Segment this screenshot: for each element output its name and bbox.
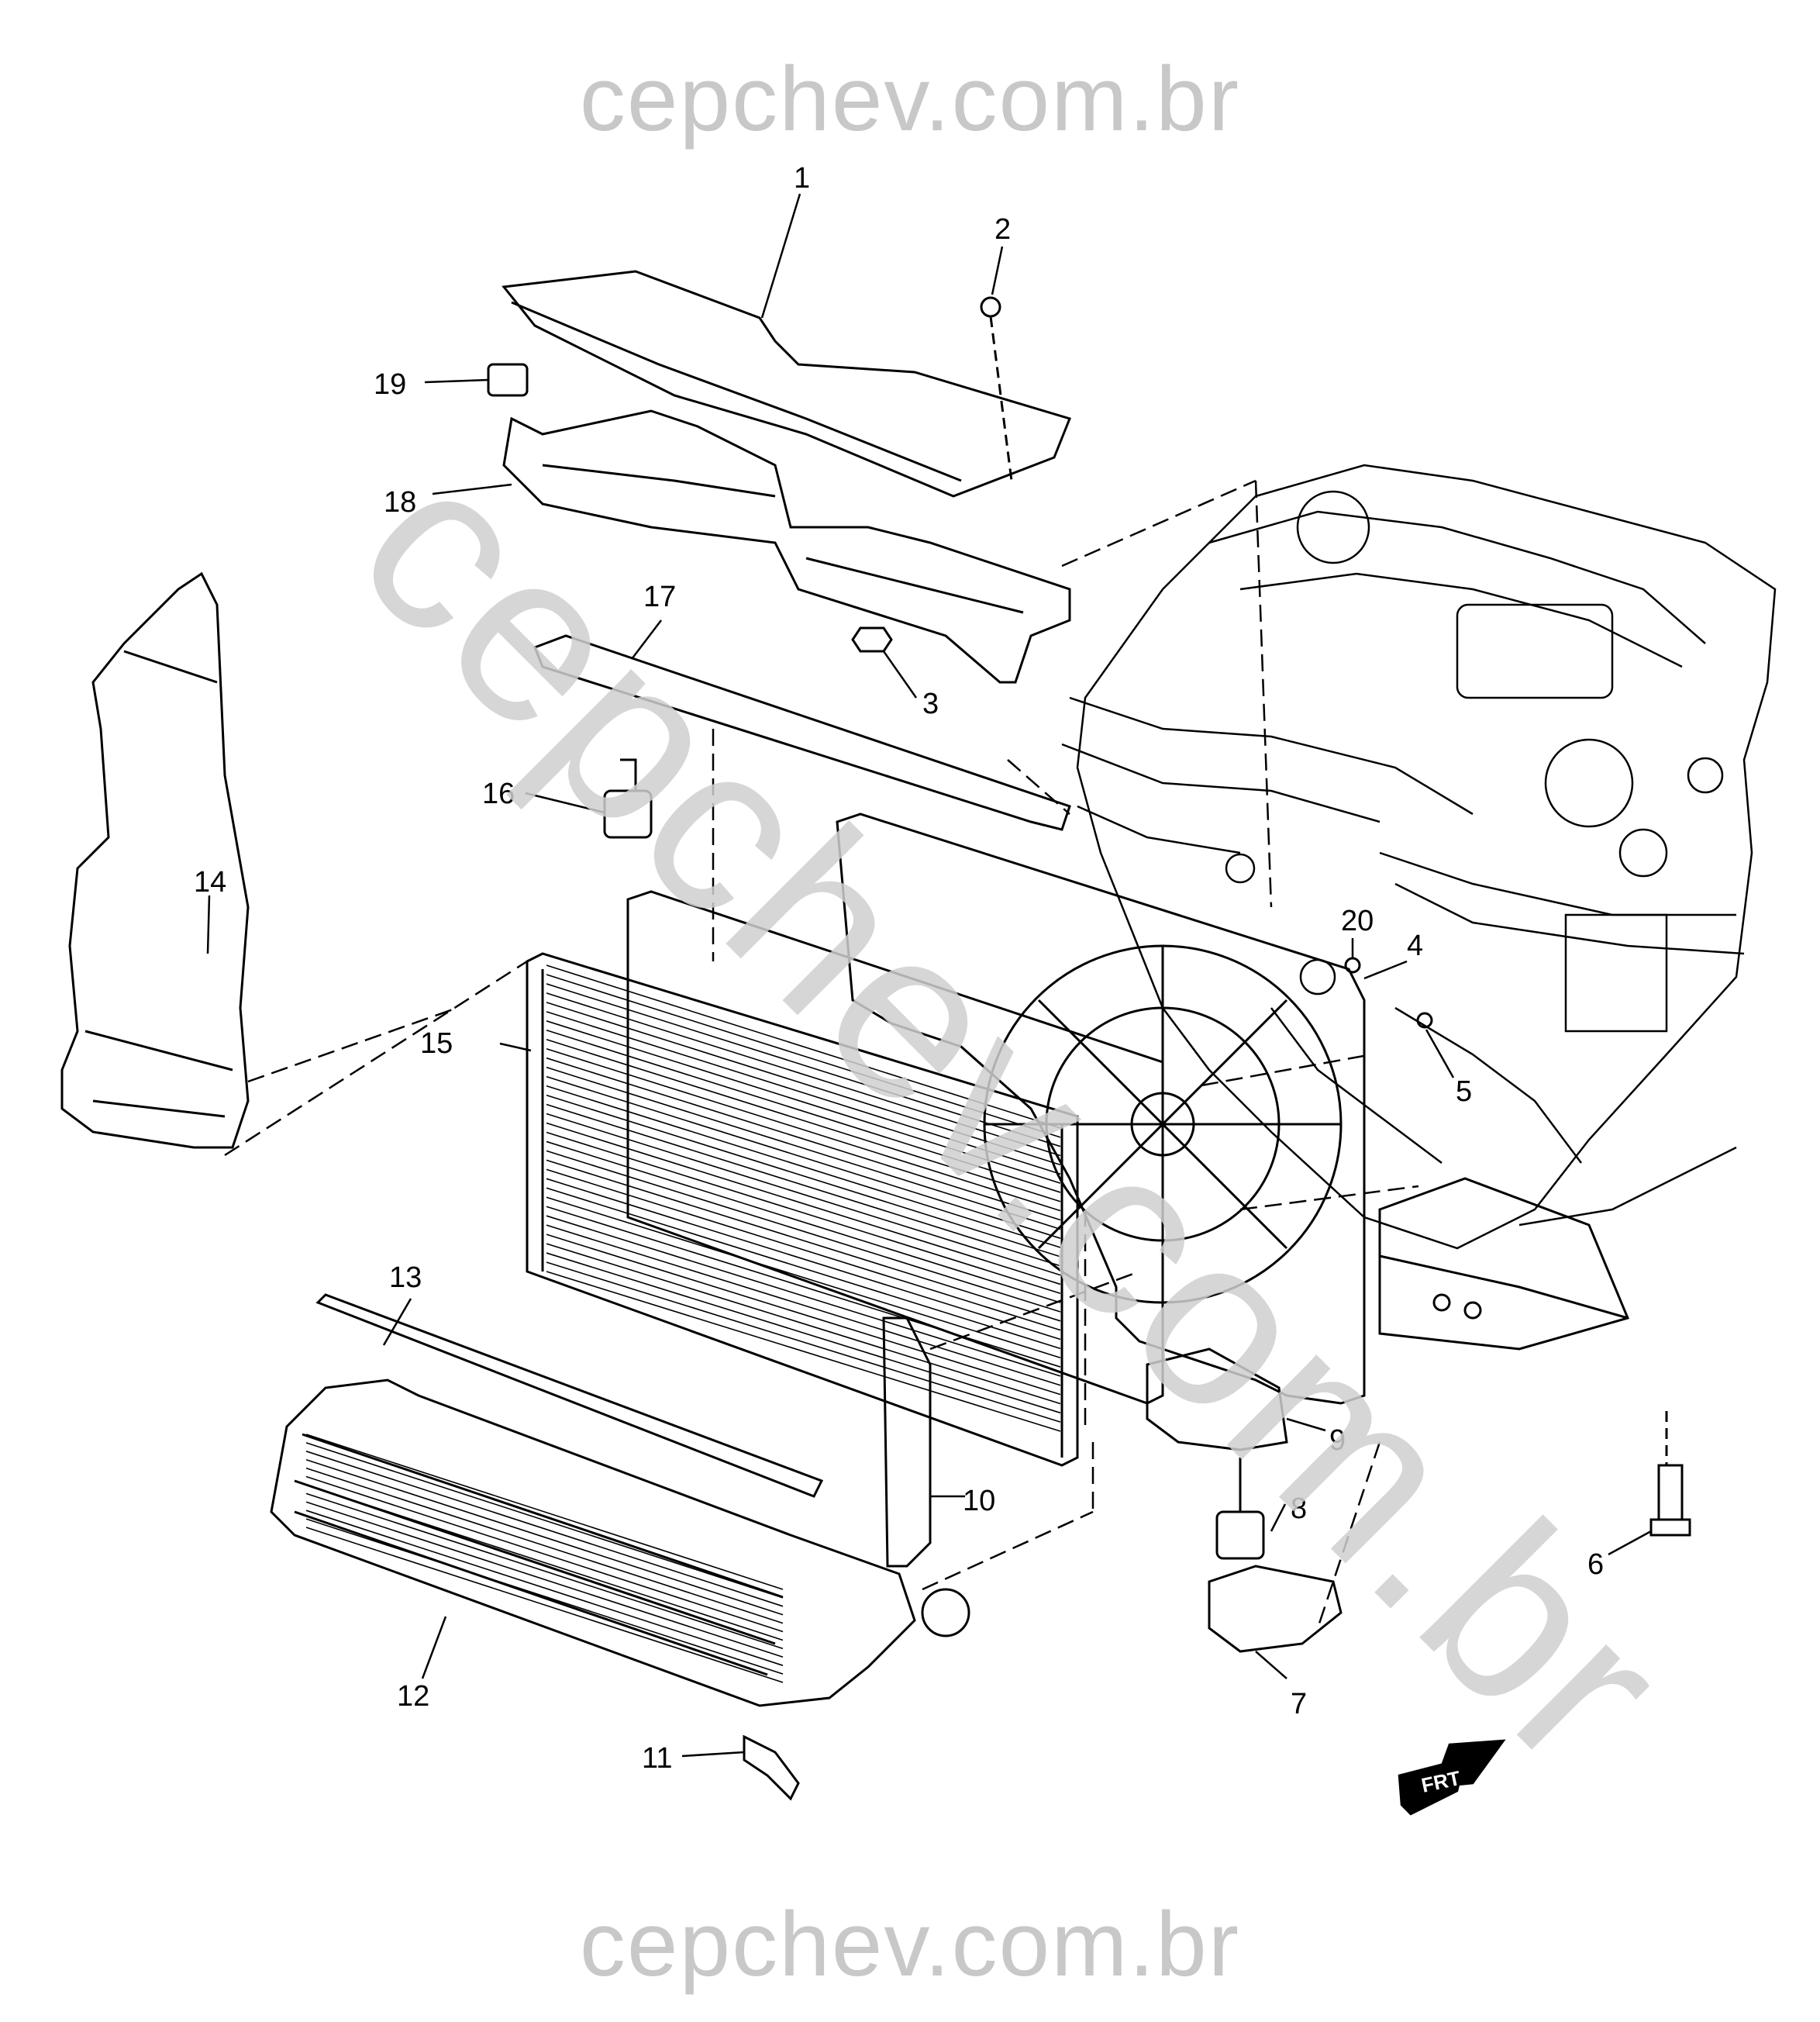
dashed-guides [224,479,1419,1629]
callout-11: 11 [642,1742,672,1775]
cooler-fin [305,1492,784,1650]
subframe-bracket [1378,1177,1630,1351]
condenser-fin [546,1196,1061,1358]
condenser-fin [546,1178,1061,1341]
condenser-fin [546,1234,1061,1396]
condenser-fin [546,1243,1061,1405]
cooler-fin [305,1475,784,1633]
condenser-fin [546,1047,1061,1212]
callout-20: 20 [1341,905,1374,937]
callout-14: 14 [194,866,226,899]
condenser-fin [546,1113,1061,1276]
cooler-fin [305,1527,784,1683]
front-orientation-arrow [1398,1739,1506,1816]
fan-shroud [836,813,1366,1405]
condenser-fin [546,1252,1061,1414]
condenser-fin [546,1122,1061,1285]
condenser-fin [546,964,1061,1129]
condenser-fin [546,992,1061,1157]
condenser-fin [546,1030,1061,1193]
watermark-bottom: cepchev.com.br [579,1893,1241,1996]
callout-6: 6 [1587,1548,1604,1581]
condenser-fin [546,974,1061,1138]
condenser-fin [546,1187,1061,1350]
condenser-fin [546,1075,1061,1239]
cooler-fin [305,1501,784,1658]
part-5-bolt [1416,1012,1433,1029]
cooler-fin [305,1510,784,1666]
condenser-fin [546,1271,1061,1432]
cooler-fin [305,1467,784,1624]
condenser-fin [546,983,1061,1147]
leader-lines [206,193,1652,1758]
condenser-fin [546,1206,1061,1368]
part-17-upper-seal [533,634,1071,831]
frt-label: FRT [1419,1766,1463,1797]
condenser-fin [546,1094,1061,1258]
part-12-cooler-fins [305,1434,784,1683]
callout-13: 13 [389,1261,422,1294]
part-7-support-bracket [1208,1565,1343,1653]
callout-10: 10 [963,1485,995,1517]
condenser-fin [546,1150,1061,1313]
condenser-fin [546,1140,1061,1303]
part-9-lower-bracket [1146,1347,1288,1451]
part-10-bracket [882,1316,932,1568]
part-15-condenser-fins [546,964,1061,1432]
callout-18: 18 [384,486,416,519]
radiator-core [626,890,1164,1405]
part-8-lower-insulator [1215,1458,1265,1560]
part-15-condenser [526,952,1079,1467]
callout-1: 1 [794,162,810,195]
condenser-fin [546,1131,1061,1295]
cooler-fin [305,1518,784,1675]
condenser-fin [546,1103,1061,1267]
cooler-fin [305,1434,784,1590]
callout-19: 19 [374,368,406,401]
cooler-fin [305,1451,784,1607]
cooler-fin [305,1484,784,1641]
part-18-air-deflector [502,409,1071,684]
part-1-air-baffle [502,270,1072,498]
callout-7: 7 [1291,1688,1307,1720]
condenser-fin [546,1057,1061,1221]
part-16-insulator [603,758,653,839]
callout-9: 9 [1329,1424,1346,1457]
watermark-top: cepchev.com.br [579,48,1241,150]
condenser-fin [546,1011,1061,1175]
condenser-fin [546,1085,1061,1248]
condenser-fin [546,1038,1061,1203]
callout-12: 12 [397,1680,429,1713]
condenser-fin [546,1215,1061,1377]
condenser-fin [546,1002,1061,1166]
callout-5: 5 [1456,1075,1472,1108]
part-13-lower-seal [315,1293,824,1498]
callout-3: 3 [922,688,939,720]
condenser-fin [546,1224,1061,1386]
callout-8: 8 [1291,1492,1307,1525]
condenser-fin [546,1168,1061,1331]
part-6-bolt [1649,1411,1691,1537]
callout-2: 2 [994,213,1011,246]
callout-4: 4 [1407,930,1423,962]
cooler-fin [305,1442,784,1599]
condenser-fin [546,1159,1061,1322]
condenser-fin [546,1066,1061,1230]
callout-16: 16 [482,778,515,810]
condenser-fin [546,1261,1061,1423]
part-11-tube [743,1734,800,1801]
condenser-fin [546,1020,1061,1184]
cooler-fin [305,1458,784,1616]
callout-17: 17 [643,581,676,613]
callout-15: 15 [420,1027,453,1060]
part-14-side-deflector [60,571,250,1149]
part-2-push-pin [980,296,1013,481]
